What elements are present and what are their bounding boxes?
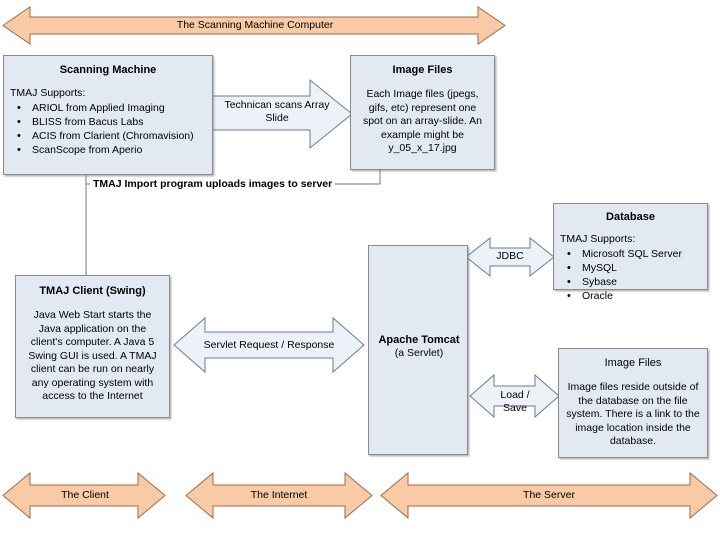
box-apache-tomcat-title: Apache Tomcat <box>378 334 460 346</box>
box-tmaj-client-title: TMAJ Client (Swing) <box>39 285 146 297</box>
connector-label-load-save: Load / Save <box>500 389 530 414</box>
box-apache-tomcat-subtitle: (a Servlet) <box>394 347 444 359</box>
box-image-files-top-body: Each Image files (jpegs, gifs, etc) repr… <box>362 88 483 154</box>
list-item: ACIS from Clarient (Chromavision) <box>17 129 206 143</box>
list-item: Microsoft SQL Server <box>567 247 701 261</box>
band-label-the-client: The Client <box>61 489 109 501</box>
box-image-files-top-title: Image Files <box>392 64 453 76</box>
box-apache-tomcat: Apache Tomcat (a Servlet) <box>368 245 468 455</box>
connector-label-servlet: Servlet Request / Response <box>203 339 335 351</box>
box-image-files-bottom-title: Image Files <box>604 357 662 369</box>
connector-label-technician-scan: Technican scans Array Slide <box>224 99 330 124</box>
connector-label-jdbc: JDBC <box>496 250 524 262</box>
box-scanning-machine-bullets: ARIOL from Applied Imaging BLISS from Ba… <box>10 101 206 157</box>
box-database-bullets: Microsoft SQL Server MySQL Sybase Oracle <box>560 247 701 303</box>
box-tmaj-client: TMAJ Client (Swing) Java Web Start start… <box>15 275 170 418</box>
band-label-the-internet: The Internet <box>250 489 308 501</box>
box-scanning-machine: Scanning Machine TMAJ Supports: ARIOL fr… <box>3 55 213 175</box>
box-database-title: Database <box>606 211 655 223</box>
band-label-scanning-machine-computer: The Scanning Machine Computer <box>176 19 334 31</box>
bracket-label-tmaj-import: TMAJ Import program uploads images to se… <box>90 178 336 190</box>
list-item: ARIOL from Applied Imaging <box>17 101 206 115</box>
box-tmaj-client-body: Java Web Start starts the Java applicati… <box>28 309 157 402</box>
box-scanning-machine-title: Scanning Machine <box>59 64 157 76</box>
band-label-the-server: The Server <box>523 489 575 501</box>
box-image-files-top: Image Files Each Image files (jpegs, gif… <box>350 55 495 170</box>
list-item: Sybase <box>567 275 701 289</box>
box-scanning-machine-lead: TMAJ Supports: <box>10 87 86 99</box>
box-database: Database TMAJ Supports: Microsoft SQL Se… <box>553 203 708 303</box>
list-item: MySQL <box>567 261 701 275</box>
box-image-files-bottom: Image Files Image files reside outside o… <box>558 348 708 458</box>
list-item: Oracle <box>567 289 701 303</box>
list-item: BLISS from Bacus Labs <box>17 115 206 129</box>
list-item: ScanScope from Aperio <box>17 143 206 157</box>
box-image-files-bottom-body: Image files reside outside of the databa… <box>566 381 700 447</box>
box-database-lead: TMAJ Supports: <box>560 233 636 245</box>
